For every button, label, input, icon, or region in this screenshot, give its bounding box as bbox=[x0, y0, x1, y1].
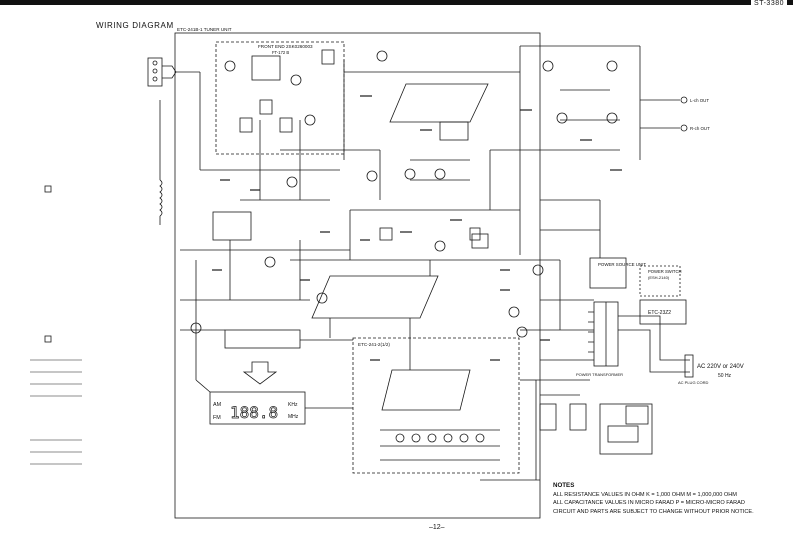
notes-block: NOTES ALL RESISTANCE VALUES IN OHM K = 1… bbox=[553, 482, 754, 516]
display-driver-ic bbox=[224, 329, 301, 349]
ac-freq-label: 50 Hz bbox=[718, 373, 732, 379]
display-arrow bbox=[242, 361, 278, 385]
power-source-box bbox=[589, 257, 627, 289]
notes-line-change: CIRCUIT AND PARTS ARE SUBJECT TO CHANGE … bbox=[553, 508, 754, 515]
output-left-label: L-ch OUT bbox=[690, 98, 709, 103]
tuner-board-label: ETC-241B-1 TUNER UNIT bbox=[177, 27, 232, 32]
notes-heading: NOTES bbox=[553, 482, 575, 489]
page-number: –12– bbox=[429, 524, 445, 531]
transistors bbox=[190, 50, 618, 443]
ic-pll bbox=[212, 211, 252, 241]
front-end-sub-label: FT-172 B bbox=[272, 50, 289, 55]
ic-multiplex-block bbox=[311, 275, 439, 319]
transformer-label: POWER TRANSFORMER bbox=[576, 372, 623, 377]
display-digits: 188.8 bbox=[230, 403, 278, 422]
switch-board-label: ETC-23Z2 bbox=[648, 310, 671, 316]
ac-label: AC 220V or 240V bbox=[697, 364, 744, 370]
ic-fm-if-block bbox=[389, 83, 489, 123]
output-jack-r bbox=[680, 124, 688, 132]
notes-line-resistance: ALL RESISTANCE VALUES IN OHM K = 1,000 O… bbox=[553, 491, 737, 498]
power-board-label: POWER SOURCE UNIT bbox=[598, 262, 646, 267]
display-khz-label: KHz bbox=[288, 402, 298, 408]
switch-board-box bbox=[639, 299, 687, 325]
front-end-label: FRONT END 2SK0260003 bbox=[258, 44, 313, 49]
mpx-board-box bbox=[352, 337, 520, 474]
antenna-terminal bbox=[147, 57, 163, 87]
output-right-label: R-ch OUT bbox=[690, 126, 710, 131]
wiring-traces bbox=[180, 45, 680, 481]
coils bbox=[239, 49, 587, 431]
top-rule bbox=[0, 0, 793, 5]
power-source-detail bbox=[599, 403, 653, 455]
power-switch-label: POWER SWITCH bbox=[648, 269, 682, 274]
notes-line-capacitance: ALL CAPACITANCE VALUES IN MICRO FARAD P … bbox=[553, 500, 745, 507]
ac-cord-label: AC PLUG CORD bbox=[678, 380, 709, 385]
ic-dc-decoder-block bbox=[381, 369, 471, 411]
power-switch-box bbox=[639, 265, 681, 297]
resistors bbox=[212, 95, 622, 361]
model-number: ST-3380 bbox=[751, 0, 787, 7]
display-mhz-label: MHz bbox=[288, 414, 299, 420]
mpx-board-label: ETC-241-2(1/2) bbox=[358, 342, 390, 347]
power-switch-sub-label: (ESH-2140) bbox=[648, 275, 670, 280]
output-jack-l bbox=[680, 96, 688, 104]
display-fm-label: FM bbox=[213, 415, 221, 421]
display-am-label: AM bbox=[213, 402, 222, 408]
ferrite-coil bbox=[159, 179, 163, 217]
reference-table bbox=[30, 359, 82, 465]
tuner-board-outline bbox=[174, 32, 541, 519]
diagram-title: WIRING DIAGRAM bbox=[96, 21, 174, 30]
